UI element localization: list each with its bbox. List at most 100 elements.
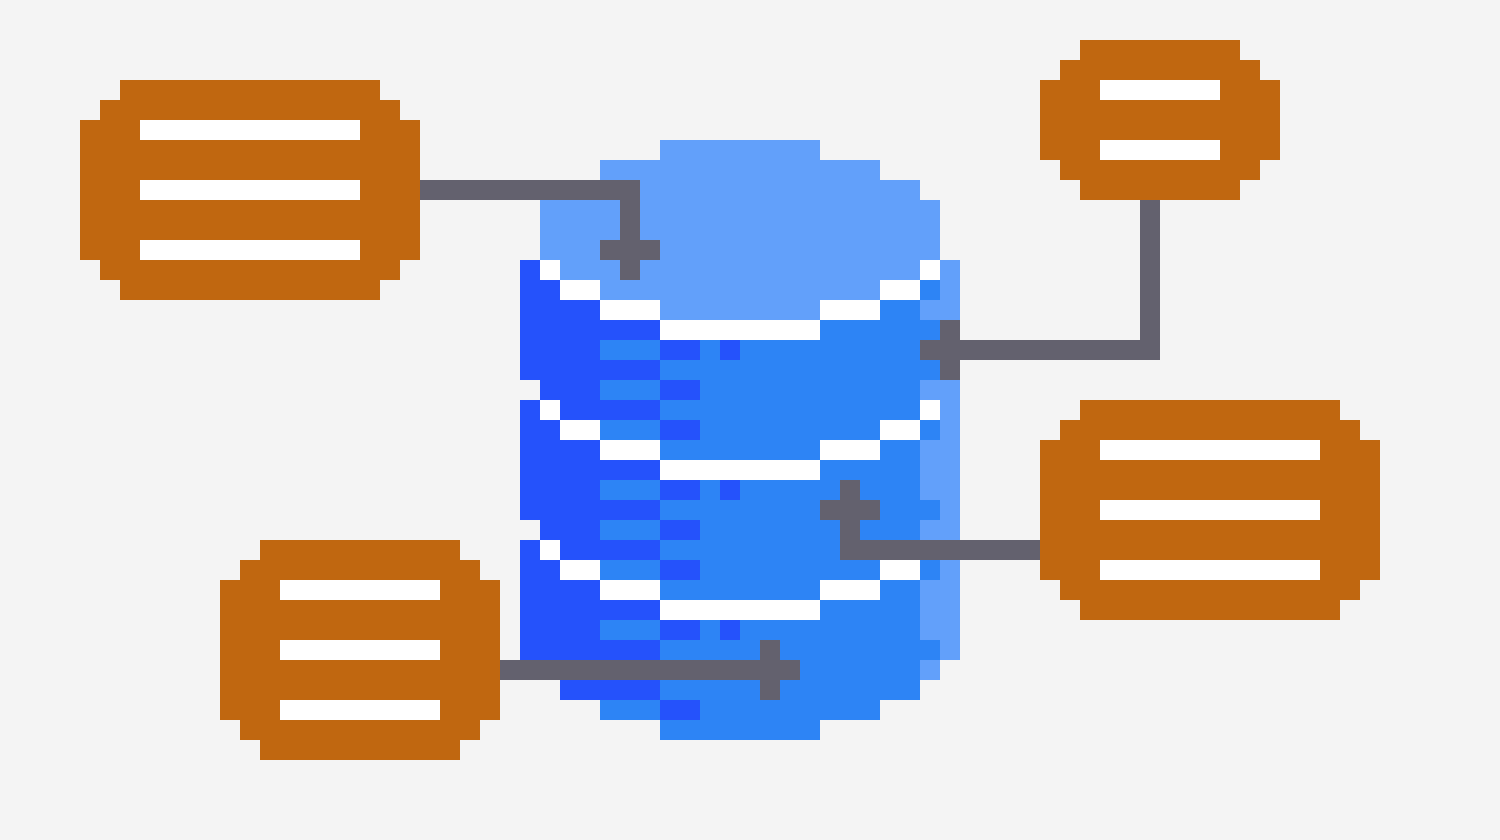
database-pixel: [660, 600, 820, 620]
database-pixel: [560, 420, 600, 440]
connector-pixel: [620, 180, 640, 280]
document-top-left-pixel: [120, 280, 380, 300]
database-icon: [520, 140, 960, 740]
document-top-right-pixel: [1060, 60, 1260, 80]
database-pixel: [600, 560, 660, 580]
database-pixel: [880, 560, 920, 580]
document-top-left-pixel: [100, 100, 400, 120]
database-pixel: [600, 520, 660, 540]
database-pixel: [660, 620, 700, 640]
connector-pixel: [920, 340, 960, 360]
document-bottom-left-pixel: [280, 700, 440, 720]
database-pixel: [660, 460, 820, 480]
document-top-left-pixel: [140, 240, 360, 260]
database-pixel: [560, 280, 600, 300]
database-pixel: [520, 260, 660, 680]
database-pixel: [880, 280, 920, 300]
document-top-left-pixel: [140, 180, 360, 200]
database-pixel: [540, 260, 560, 280]
database-pixel: [560, 560, 600, 580]
database-pixel: [600, 420, 660, 440]
database-pixel: [920, 580, 940, 640]
database-pixel: [920, 520, 940, 540]
database-pixel: [700, 480, 720, 500]
database-pixel: [600, 160, 880, 180]
database-pixel: [600, 620, 660, 640]
document-right-pixel: [1080, 400, 1340, 420]
document-right-pixel: [1060, 420, 1360, 440]
database-pixel: [660, 140, 820, 160]
document-right-pixel: [1100, 560, 1320, 580]
connector-pixel: [820, 500, 880, 520]
database-pixel: [600, 440, 660, 460]
document-right-pixel: [1080, 600, 1340, 620]
database-pixel: [660, 320, 820, 340]
database-pixel: [660, 560, 700, 580]
database-pixel: [660, 380, 700, 400]
database-pixel: [920, 300, 940, 320]
database-pixel: [920, 380, 940, 400]
connector-pixel: [600, 240, 660, 260]
document-top-left-pixel: [120, 80, 380, 100]
database-pixel: [660, 480, 700, 500]
document-top-right-pixel: [1060, 160, 1260, 180]
database-pixel: [600, 480, 660, 500]
document-bottom-left-icon: [220, 540, 500, 760]
database-pixel: [820, 580, 880, 600]
connector-lines: [420, 180, 1160, 700]
database-pixel: [820, 440, 880, 460]
connector-pixel: [940, 340, 1160, 360]
database-pixel: [660, 520, 700, 540]
document-top-right-pixel: [1100, 140, 1220, 160]
database-pixel: [540, 400, 560, 420]
document-top-left-icon: [80, 80, 420, 300]
connector-pixel: [840, 540, 1040, 560]
database-pixel: [820, 300, 880, 320]
connector-pixel: [500, 660, 800, 680]
database-pixel: [560, 260, 920, 280]
database-pixel: [720, 340, 740, 360]
database-pixel: [720, 620, 740, 640]
document-bottom-left-pixel: [240, 720, 480, 740]
database-pixel: [920, 440, 940, 500]
document-right-pixel: [1100, 440, 1320, 460]
document-bottom-left-pixel: [260, 540, 460, 560]
database-pixel: [520, 380, 540, 400]
document-bottom-left-pixel: [280, 640, 440, 660]
database-pixel: [560, 680, 660, 700]
database-pixel: [660, 700, 700, 720]
document-right-pixel: [1060, 580, 1360, 600]
database-pixel: [920, 260, 940, 280]
document-top-left-pixel: [100, 260, 400, 280]
connector-pixel: [760, 640, 780, 700]
database-pixel: [660, 340, 700, 360]
database-pixel: [660, 720, 820, 740]
document-top-right-pixel: [1080, 180, 1240, 200]
document-right-icon: [1040, 400, 1380, 620]
document-bottom-left-pixel: [280, 580, 440, 600]
database-pixel: [700, 340, 720, 360]
document-top-right-pixel: [1080, 40, 1240, 60]
database-pixel: [660, 300, 820, 320]
database-pixel: [920, 660, 940, 680]
connector-pixel: [1140, 200, 1160, 360]
document-top-right-pixel: [1100, 80, 1220, 100]
document-top-left-pixel: [140, 120, 360, 140]
database-pixel: [660, 420, 700, 440]
database-pixel: [600, 340, 660, 360]
database-pixel: [720, 480, 740, 500]
database-pixel: [600, 380, 660, 400]
database-pixel: [600, 280, 880, 300]
document-right-pixel: [1100, 500, 1320, 520]
document-bottom-left-pixel: [260, 740, 460, 760]
database-pixel: [520, 520, 540, 540]
database-pixel: [600, 300, 660, 320]
database-pixel: [540, 540, 560, 560]
database-pixel: [600, 700, 880, 720]
document-top-right-icon: [1040, 40, 1280, 200]
database-pixel: [560, 180, 920, 200]
database-pixel: [600, 580, 660, 600]
database-pixel: [920, 400, 940, 420]
